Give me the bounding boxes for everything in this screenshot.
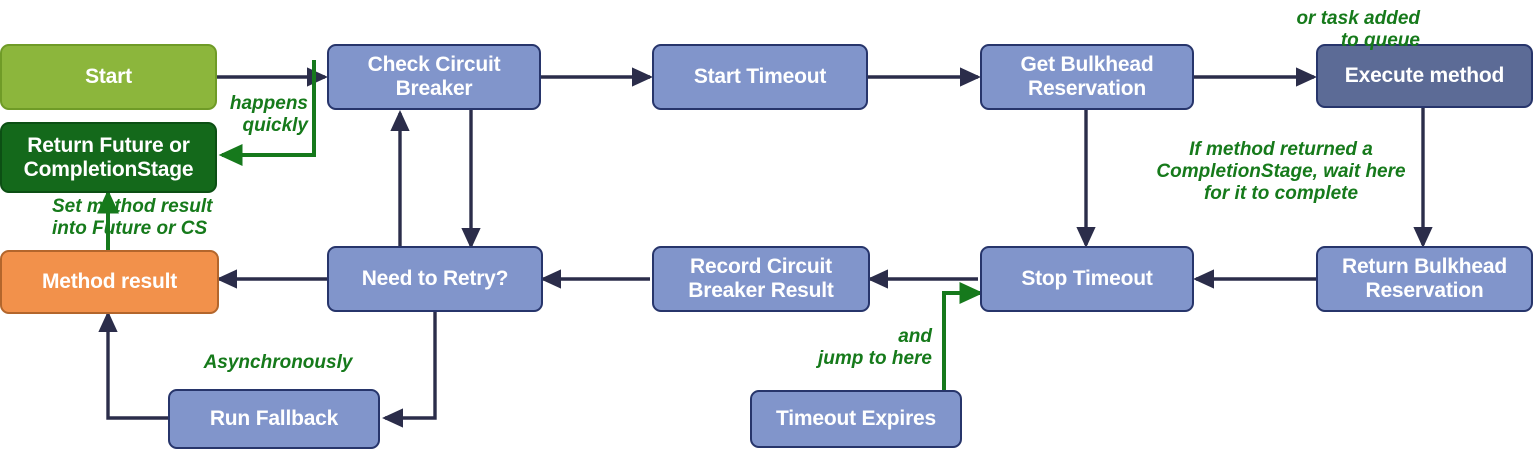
node-start-label: Start [85,65,132,89]
node-return-bulkhead-reservation-label: Return Bulkhead Reservation [1341,255,1508,302]
annotation-if-method-returned: If method returned a CompletionStage, wa… [1156,139,1406,205]
node-return-bulkhead-reservation[interactable]: Return Bulkhead Reservation [1316,246,1533,312]
node-record-circuit-breaker-result[interactable]: Record Circuit Breaker Result [652,246,870,312]
node-record-circuit-breaker-result-label: Record Circuit Breaker Result [688,255,834,302]
node-need-to-retry-label: Need to Retry? [361,267,509,291]
node-stop-timeout[interactable]: Stop Timeout [980,246,1194,312]
annotation-asynchronously: Asynchronously [203,352,353,373]
node-get-bulkhead-reservation-label: Get Bulkhead Reservation [1020,53,1154,100]
edge-timeout-expires-to-stop-timeout [942,281,984,392]
node-start[interactable]: Start [0,44,217,110]
node-need-to-retry[interactable]: Need to Retry? [327,246,543,312]
node-check-circuit-breaker-label: Check Circuit Breaker [367,53,501,100]
node-start-timeout[interactable]: Start Timeout [652,44,868,110]
node-check-circuit-breaker[interactable]: Check Circuit Breaker [327,44,541,110]
node-return-future[interactable]: Return Future or CompletionStage [0,122,217,193]
node-run-fallback[interactable]: Run Fallback [168,389,380,449]
node-get-bulkhead-reservation[interactable]: Get Bulkhead Reservation [980,44,1194,110]
node-timeout-expires[interactable]: Timeout Expires [750,390,962,448]
node-return-future-label: Return Future or CompletionStage [23,133,194,181]
node-stop-timeout-label: Stop Timeout [1021,267,1153,291]
node-execute-method-label: Execute method [1344,64,1505,88]
annotation-and-jump-to-here: and jump to here [817,326,932,370]
node-method-result-label: Method result [41,270,178,294]
node-run-fallback-label: Run Fallback [209,407,339,431]
node-timeout-expires-label: Timeout Expires [776,407,936,431]
edge-need-retry-to-run-fallback [382,312,437,428]
node-method-result[interactable]: Method result [0,250,219,314]
annotation-happens-quickly: happens quickly [229,93,308,137]
edge-run-fallback-to-method-result [98,311,168,420]
annotation-set-method-result: Set method result into Future or CS [52,196,213,240]
node-execute-method[interactable]: Execute method [1316,44,1533,108]
annotation-or-task-added-to-queue: or task added to queue [1296,8,1420,52]
node-start-timeout-label: Start Timeout [693,65,827,89]
